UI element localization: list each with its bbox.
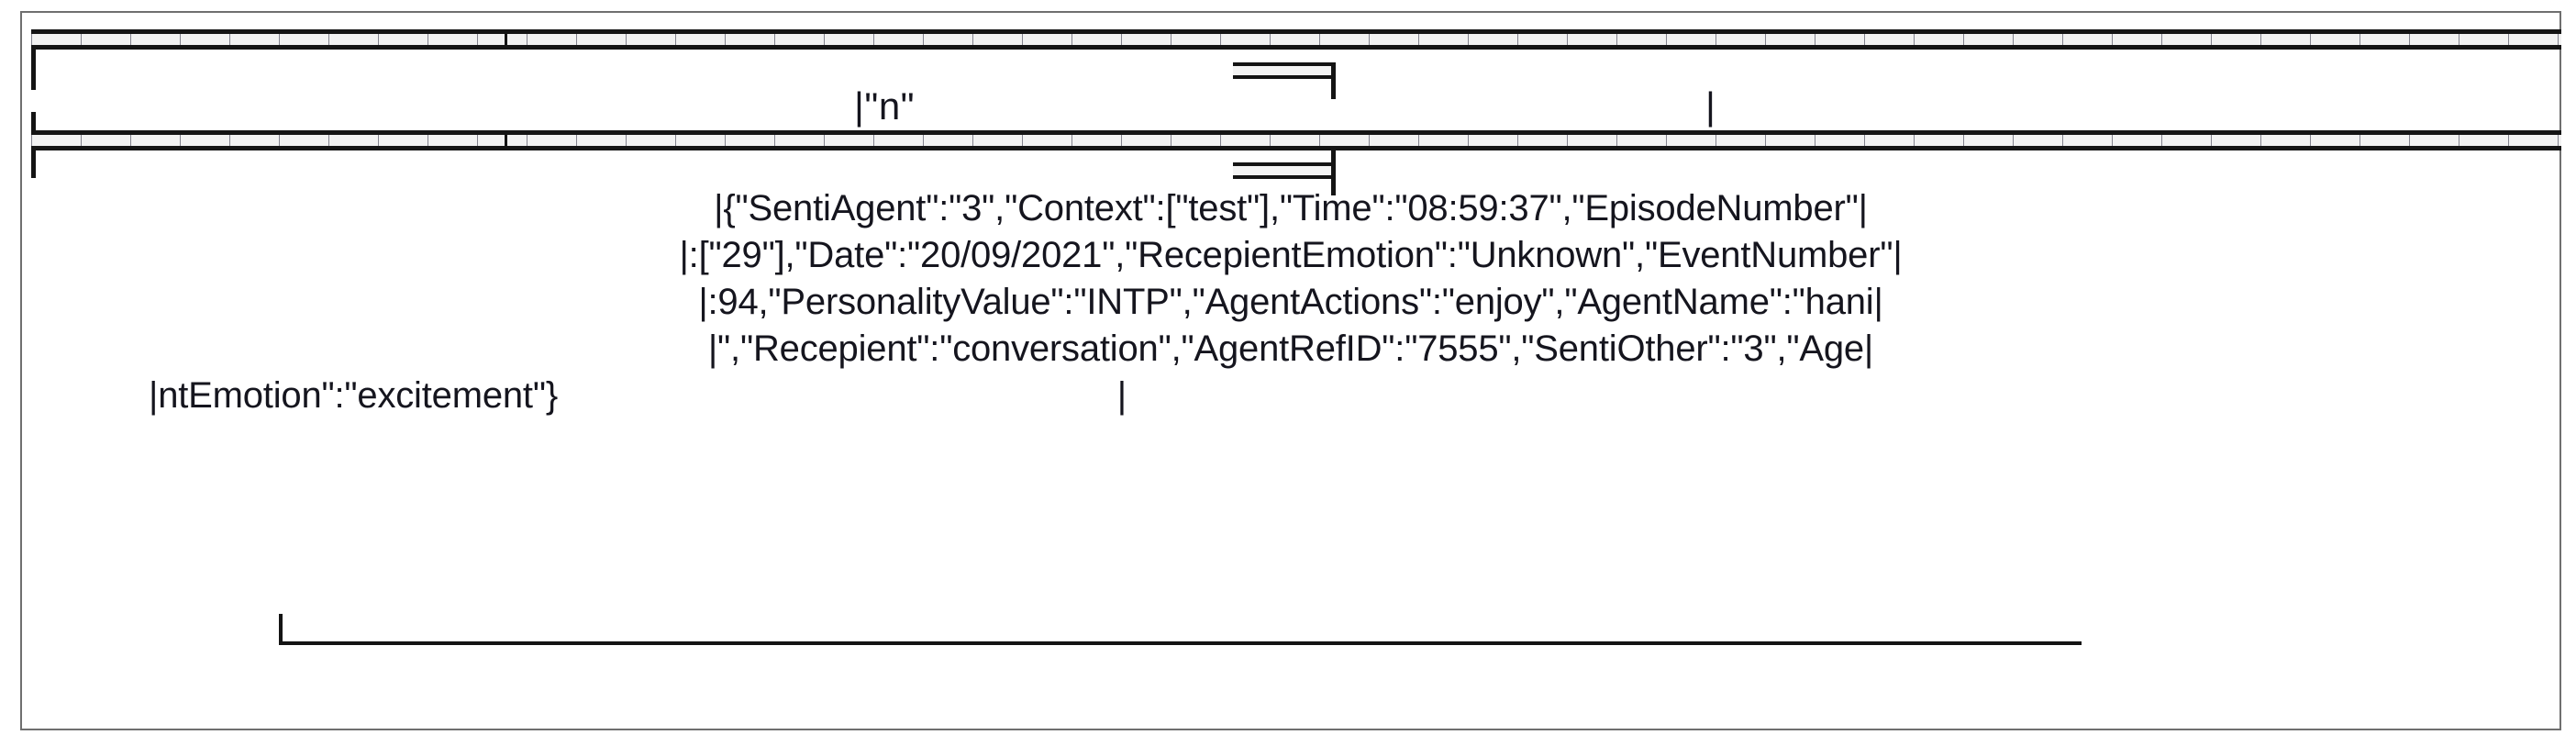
payload-line-final: |ntEmotion":"excitement"} | <box>22 373 2559 419</box>
upper-return-arrow <box>1233 62 1336 79</box>
bottom-rule <box>279 641 2082 645</box>
payload-line: |:94,"PersonalityValue":"INTP","AgentAct… <box>698 282 1883 322</box>
payload-line: |","Recepient":"conversation","AgentRefI… <box>707 328 1874 369</box>
payload-line: |:["29"],"Date":"20/09/2021","RecepientE… <box>679 235 1903 275</box>
payload-line: |{"SentiAgent":"3","Context":["test"],"T… <box>714 188 1868 228</box>
upper-return-arrow-end-tick <box>1331 62 1336 99</box>
lower-activation-bar <box>31 130 2561 150</box>
bottom-rule-left-tick <box>279 614 283 645</box>
lower-return-arrow-end-tick <box>1331 148 1336 195</box>
lower-bar-center-tick <box>505 131 507 150</box>
message-payload-text: |{"SentiAgent":"3","Context":["test"],"T… <box>22 185 2559 419</box>
short-message-label: |"n" <box>854 84 916 128</box>
short-message-tail-bar: | <box>1705 84 1715 128</box>
upper-bar-center-tick <box>505 30 507 49</box>
payload-line-final-text: |ntEmotion":"excitement"} <box>149 375 558 416</box>
payload-line-final-tail: | <box>1116 375 1127 416</box>
lower-return-arrow <box>1233 162 1336 179</box>
diagram-frame: |"n" | |{"SentiAgent":"3","Context":["te… <box>20 11 2561 730</box>
upper-activation-bar <box>31 29 2561 50</box>
upper-bar-left-cap <box>31 29 36 90</box>
